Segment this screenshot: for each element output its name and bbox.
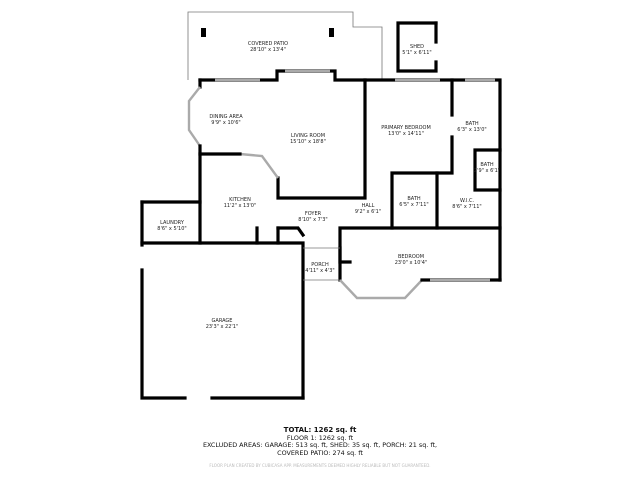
room-name: BATH bbox=[465, 121, 479, 127]
patio-post bbox=[201, 28, 206, 37]
credit-note: FLOOR PLAN CREATED BY CUBICASA APP. MEAS… bbox=[209, 463, 431, 468]
house-walls bbox=[140, 69, 502, 400]
room-size: 11'2" x 13'0" bbox=[224, 203, 257, 209]
excluded-areas-continued: COVERED PATIO: 274 sq. ft bbox=[277, 448, 363, 457]
room-size: 8'10" x 7'3" bbox=[298, 217, 327, 223]
room-size: 6'3" x 13'0" bbox=[457, 127, 486, 133]
room-size: 2'9" x 6'1" bbox=[474, 168, 500, 174]
room-name: LAUNDRY bbox=[160, 220, 185, 226]
room-name: BEDROOM bbox=[398, 254, 424, 260]
room-size: 23'0" x 10'4" bbox=[395, 260, 428, 266]
room-name: PORCH bbox=[311, 262, 329, 268]
room-size: 13'0" x 14'11" bbox=[388, 131, 424, 137]
excluded-areas: EXCLUDED AREAS: GARAGE: 513 sq. ft, SHED… bbox=[202, 441, 438, 450]
room-size: 8'6" x 7'11" bbox=[452, 204, 481, 210]
room-name: DINING AREA bbox=[209, 114, 243, 120]
room-size: 9'9" x 10'6" bbox=[211, 120, 240, 126]
room-name: HALL bbox=[362, 203, 375, 209]
room-name: PRIMARY BEDROOM bbox=[381, 125, 431, 131]
room-name: COVERED PATIO bbox=[248, 41, 288, 47]
area-summary: TOTAL: 1262 sq. ft FLOOR 1: 1262 sq. ft … bbox=[0, 426, 640, 457]
room-name: BATH bbox=[480, 162, 494, 168]
room-name: LIVING ROOM bbox=[291, 133, 325, 139]
room-size: 6'5" x 7'11" bbox=[399, 202, 428, 208]
room-labels: COVERED PATIO 28'10" x 13'4" SHED 5'1" x… bbox=[157, 41, 500, 330]
total-area: TOTAL: 1262 sq. ft bbox=[283, 426, 357, 434]
room-name: SHED bbox=[410, 44, 424, 50]
room-name: KITCHEN bbox=[229, 197, 251, 203]
covered-patio-outline bbox=[187, 11, 383, 80]
patio-post bbox=[329, 28, 334, 37]
room-size: 28'10" x 13'4" bbox=[250, 47, 286, 53]
room-name: FOYER bbox=[305, 211, 322, 217]
room-size: 23'3" x 22'1" bbox=[206, 324, 239, 330]
room-size: 4'11" x 4'3" bbox=[305, 268, 334, 274]
room-name: W.I.C. bbox=[460, 198, 475, 204]
room-size: 15'10" x 18'8" bbox=[290, 139, 326, 145]
room-name: GARAGE bbox=[212, 318, 233, 324]
room-size: 5'1" x 6'11" bbox=[402, 50, 431, 56]
room-name: BATH bbox=[407, 196, 421, 202]
shed-walls bbox=[396, 21, 438, 73]
floor-area: FLOOR 1: 1262 sq. ft bbox=[286, 433, 354, 442]
room-size: 9'2" x 6'1" bbox=[355, 209, 381, 215]
room-size: 8'6" x 5'10" bbox=[157, 226, 186, 232]
